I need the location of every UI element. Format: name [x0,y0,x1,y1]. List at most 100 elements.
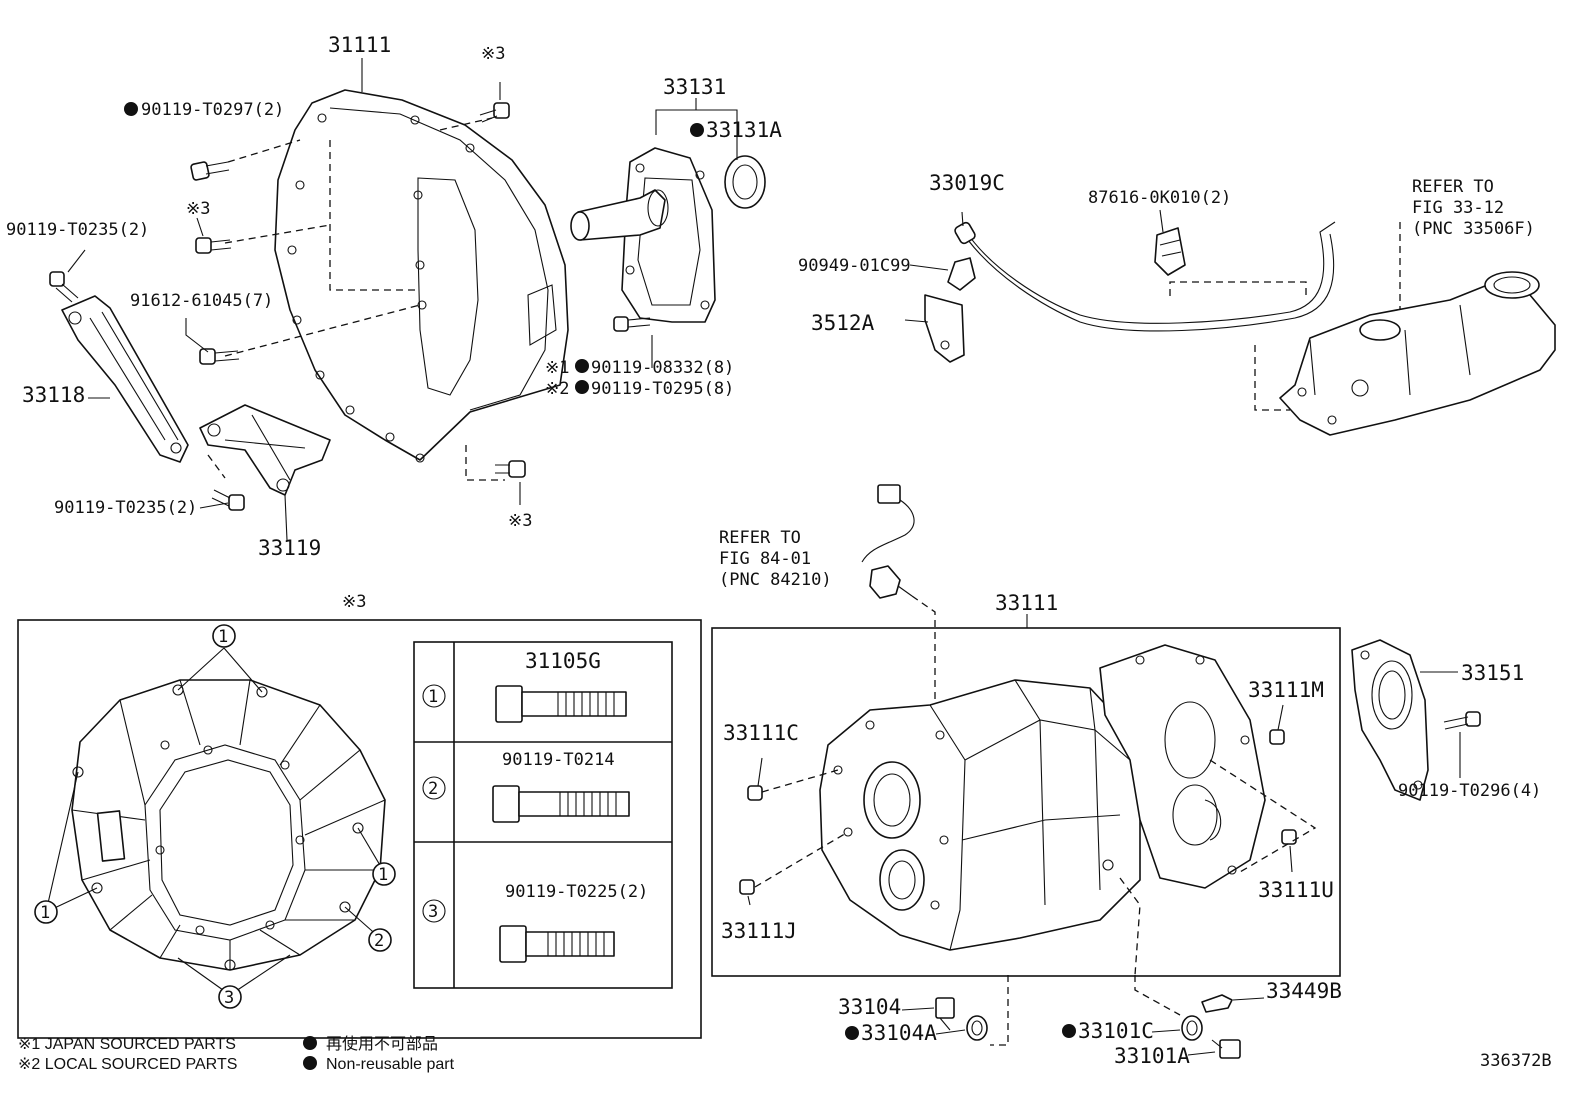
non-reusable-dot [845,1026,859,1040]
label-33104: 33104 [838,995,901,1019]
adapter-plate [1099,644,1266,889]
label-33111m: 33111M [1248,678,1324,702]
label-33111j: 33111J [721,919,797,943]
shift-cable-33019c [954,221,1336,332]
bolt-ref3-a [195,237,232,254]
pin-33111j [739,879,755,895]
label-33111c: 33111C [723,721,799,745]
label-33101c: 33101C [1078,1019,1154,1043]
label-note-1: ※1 [545,358,569,378]
label-note-2: ※2 [545,379,569,399]
clip-90949-01c99 [947,257,976,291]
label-ref3-a: ※3 [186,199,210,219]
bracket-33119 [199,404,331,496]
label-ref3-c: ※3 [508,511,532,531]
label-87616-0k010: 87616-0K010(2) [1088,188,1231,208]
figure-code: 336372B [1480,1051,1552,1071]
shift-lever-housing [1279,271,1556,436]
label-refer-fig-84-line1: REFER TO [719,528,801,548]
label-91612-61045: 91612-61045(7) [130,291,273,311]
callout-2: 2 [374,931,384,951]
label-33131: 33131 [663,75,726,99]
non-reusable-dot [575,380,589,394]
gasket-33104a [966,1015,988,1041]
part-labels: 31111 90119-T0297(2) ※3 ※3 ※3 90119-T023… [6,33,1552,1071]
label-33449b: 33449B [1266,979,1342,1003]
callout-1-left: 1 [40,903,50,923]
bolt-90119-t0235-bottom [211,489,245,511]
label-90119-08332: 90119-08332(8) [591,358,734,378]
callout-1-top: 1 [218,627,228,647]
bolt-ref3-top [479,102,510,123]
housing-front-view [71,679,386,971]
bolt-table-part-1: 31105G [525,649,601,673]
transmission-case-box [711,627,1341,977]
bracket-33118 [61,295,189,463]
label-90119-t0296: 90119-T0296(4) [1398,781,1541,801]
callout-markers: 1 1 1 2 3 [34,624,396,1009]
label-33019c: 33019C [929,171,1005,195]
label-90119-t0235-a: 90119-T0235(2) [6,220,149,240]
non-reusable-dot [575,359,589,373]
plug-33101a [1211,1039,1241,1059]
bearing-retainer-33131 [570,147,716,323]
non-reusable-dot [303,1036,317,1050]
legend-japan-sourced: ※1 JAPAN SOURCED PARTS [18,1036,236,1053]
bolt-31105g [495,685,627,723]
pin-33111m [1269,729,1285,745]
transmission-case-33111 [819,679,1141,951]
label-31111-top: 31111 [328,33,391,57]
bolt-table [413,641,673,989]
pin-33111u [1281,829,1297,845]
label-refer-fig-33-line1: REFER TO [1412,177,1494,197]
bolt-90119-t0225 [499,925,615,963]
label-33119: 33119 [258,536,321,560]
non-reusable-dot [124,102,138,116]
label-33101a: 33101A [1114,1044,1190,1068]
legend-nonreuse-en: Non-reusable part [326,1056,455,1073]
bolt-90119-t0235-top [49,271,79,303]
bolt-90119-08332 [613,316,651,332]
label-refer-fig-33-line3: (PNC 33506F) [1412,219,1535,239]
gasket-33101c [1181,1015,1203,1041]
oil-seal-retainer-33151 [1351,639,1429,801]
bolt-table-num-3: 3 [428,902,438,922]
label-ref3-b: ※3 [481,44,505,64]
label-33151: 33151 [1461,661,1524,685]
bolt-90119-t0297 [190,161,230,181]
bolt-table-num-2: 2 [428,779,438,799]
bracket-3512a [924,294,965,363]
label-refer-fig-84-line2: FIG 84-01 [719,549,811,569]
label-33118: 33118 [22,383,85,407]
label-90119-t0235-b: 90119-T0235(2) [54,498,197,518]
non-reusable-dot [1062,1024,1076,1038]
label-33131a: 33131A [706,118,782,142]
sensor-33449b [1201,994,1233,1013]
drain-plug-33104 [935,997,955,1031]
non-reusable-dot [303,1056,317,1070]
bolt-90119-t0214 [492,785,630,823]
label-90949-01c99: 90949-01C99 [798,256,911,276]
label-33111-main: 33111 [995,591,1058,615]
legend-local-sourced: ※2 LOCAL SOURCED PARTS [18,1056,237,1073]
label-ref3-box: ※3 [342,592,366,612]
label-refer-fig-84-line3: (PNC 84210) [719,570,832,590]
plug-33111c [747,785,763,801]
legend-nonreuse-jp: 再使用不可部品 [326,1035,438,1053]
label-refer-fig-33-line2: FIG 33-12 [1412,198,1504,218]
label-90119-t0297: 90119-T0297(2) [141,100,284,120]
bolt-90119-t0296 [1443,711,1481,730]
label-3512a: 3512A [811,311,875,335]
bolt-table-part-3: 90119-T0225(2) [505,882,648,902]
bolt-table-num-1: 1 [428,687,438,707]
label-90119-t0295: 90119-T0295(8) [591,379,734,399]
clamp-87616 [1154,227,1186,276]
callout-3: 3 [224,988,234,1008]
label-33111u: 33111U [1258,878,1334,902]
callout-1-right: 1 [378,865,388,885]
oil-seal-33131a [724,155,766,209]
bolt-table-text: 1 31105G 2 90119-T0214 3 90119-T0225(2) [422,649,648,923]
non-reusable-dot [690,123,704,137]
bolt-table-part-2: 90119-T0214 [502,750,615,770]
